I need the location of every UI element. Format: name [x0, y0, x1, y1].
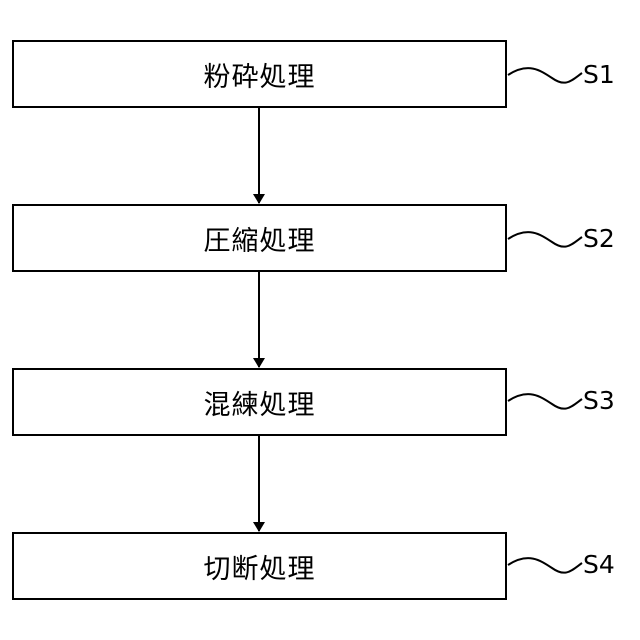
leader-line-s1 — [508, 68, 582, 83]
step-label-s2: S2 — [583, 226, 615, 251]
step-text-s1: 粉砕処理 — [204, 55, 316, 94]
step-box-s3: 混練処理 — [12, 368, 507, 436]
leader-line-s4 — [508, 558, 582, 573]
leader-line-s3 — [508, 394, 582, 409]
step-text-s2: 圧縮処理 — [204, 219, 316, 258]
step-label-s3: S3 — [583, 388, 615, 413]
step-box-s4: 切断処理 — [12, 532, 507, 600]
step-box-s2: 圧縮処理 — [12, 204, 507, 272]
leader-line-s2 — [508, 232, 582, 247]
step-label-s1: S1 — [583, 62, 615, 87]
step-text-s3: 混練処理 — [204, 383, 316, 422]
step-label-s4: S4 — [583, 552, 615, 577]
step-box-s1: 粉砕処理 — [12, 40, 507, 108]
step-text-s4: 切断処理 — [204, 547, 316, 586]
